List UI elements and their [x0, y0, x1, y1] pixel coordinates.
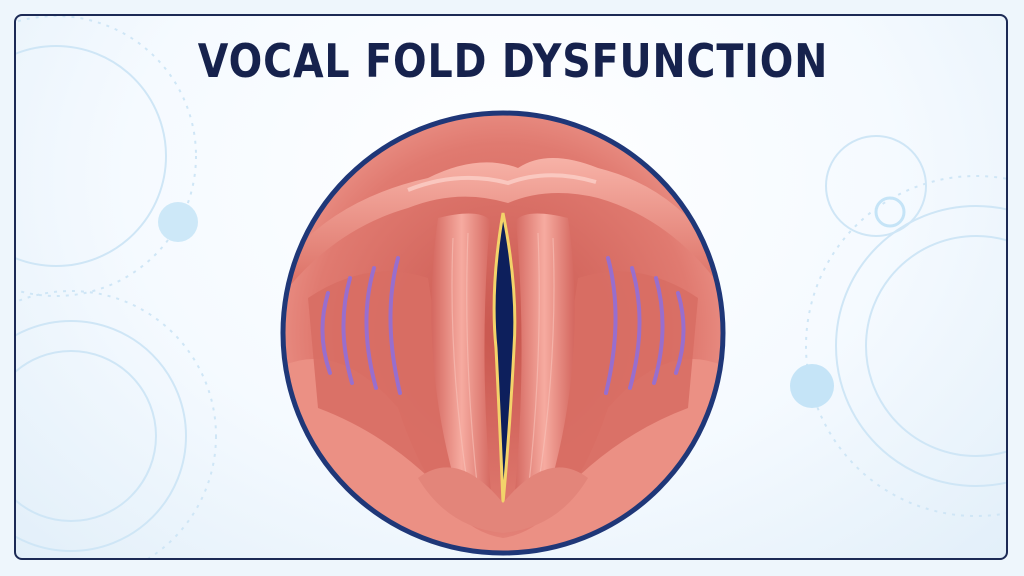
vibration-lines — [320, 256, 686, 395]
background-decoration — [16, 16, 1006, 558]
page-title: VOCAL FOLD DYSFUNCTION — [197, 34, 829, 88]
larynx-illustration — [280, 110, 726, 556]
title-card: VOCAL FOLD DYSFUNCTION — [14, 14, 1008, 560]
